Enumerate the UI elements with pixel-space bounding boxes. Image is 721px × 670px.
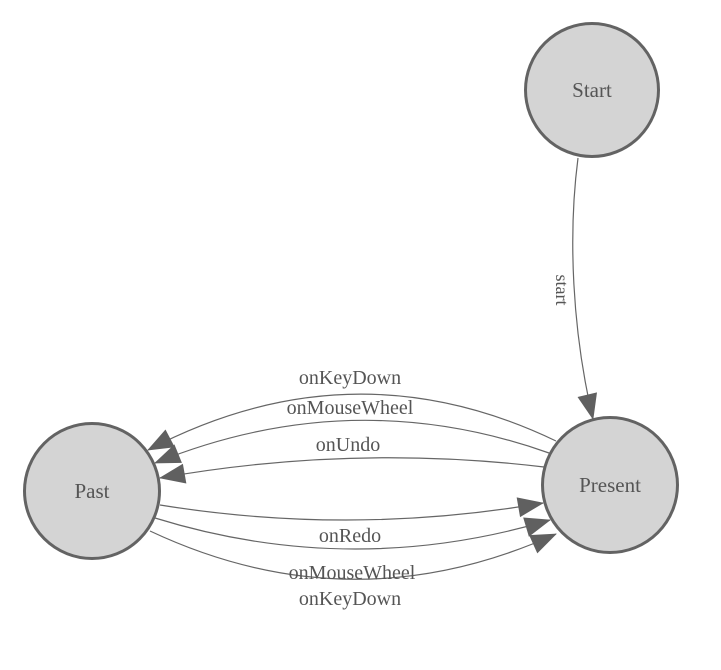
node-present-circle <box>541 416 679 554</box>
edge-past-to-present-onredo <box>159 497 544 521</box>
edge-label-onredo: onRedo <box>319 525 381 547</box>
edge-present-to-past-onundo <box>159 457 545 484</box>
edge-start-to-present <box>572 157 597 420</box>
node-start-label: Start <box>572 78 612 102</box>
edges-group <box>147 157 597 580</box>
node-past-label: Past <box>74 479 109 503</box>
edge-past-to-present-onmousewheel <box>154 517 551 550</box>
nodes-group: Start Present Past <box>23 22 679 560</box>
edge-present-to-past-onkeydown <box>147 393 557 451</box>
edge-present-to-past-onmousewheel <box>154 419 550 464</box>
node-start: Start <box>524 22 660 158</box>
edge-label-onkeydown-bottom: onKeyDown <box>299 588 401 610</box>
edge-label-onmousewheel-top: onMouseWheel <box>287 397 414 419</box>
edge-labels-group: start onKeyDown onMouseWheel onUndo onRe… <box>287 275 572 611</box>
edge-label-start: start <box>552 275 572 306</box>
node-start-circle <box>524 22 660 158</box>
edge-label-onundo: onUndo <box>316 434 380 456</box>
node-past: Past <box>23 422 161 560</box>
node-present: Present <box>541 416 679 554</box>
edge-label-onkeydown-top: onKeyDown <box>299 367 401 389</box>
edge-label-onmousewheel-bottom: onMouseWheel <box>289 562 416 584</box>
edge-past-to-present-onkeydown <box>149 530 557 580</box>
node-present-label: Present <box>579 473 641 497</box>
node-past-circle <box>23 422 161 560</box>
